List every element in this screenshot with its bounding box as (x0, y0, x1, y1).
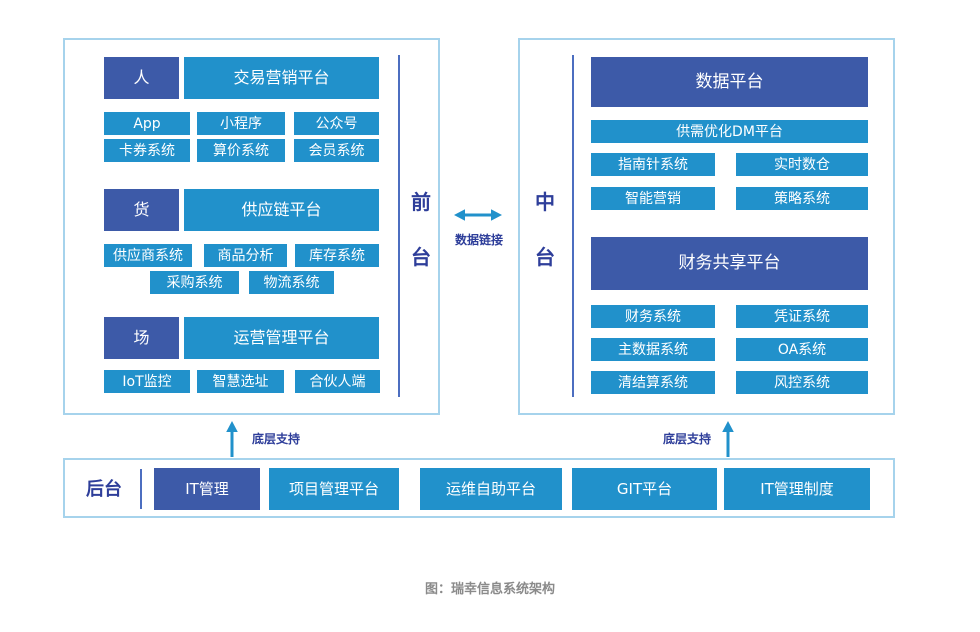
system-block: 项目管理平台 (269, 468, 399, 510)
system-block: 物流系统 (249, 271, 334, 294)
system-block: 财务系统 (591, 305, 715, 328)
system-block: 采购系统 (150, 271, 239, 294)
system-block: 供应商系统 (104, 244, 192, 267)
system-block: GIT平台 (572, 468, 717, 510)
middle-label: 中台 (535, 190, 555, 269)
diagram-caption: 图：瑞幸信息系统架构 (424, 582, 555, 597)
data-link-arrow-icon (454, 209, 502, 221)
middle-separator (572, 55, 574, 397)
system-block: 小程序 (197, 112, 285, 135)
front-platform-panel: 人 交易营销平台 App 小程序 公众号 卡券系统 算价系统 会员系统 货 供应… (63, 38, 440, 415)
system-block: 智慧选址 (197, 370, 284, 393)
platform-operations-management: 运营管理平台 (184, 317, 379, 359)
platform-finance-sharing: 财务共享平台 (591, 237, 868, 290)
tag-block-venue: 场 (104, 317, 179, 359)
system-block: 算价系统 (197, 139, 285, 162)
tag-block-goods: 货 (104, 189, 179, 231)
data-link-label: 数据链接 (454, 233, 503, 247)
system-block: 实时数仓 (736, 153, 868, 176)
tag-block-person: 人 (104, 57, 179, 99)
platform-supply-chain: 供应链平台 (184, 189, 379, 231)
system-block: 合伙人端 (295, 370, 380, 393)
system-block: 策略系统 (736, 187, 868, 210)
back-platform-panel: 后台 IT管理 项目管理平台 运维自助平台 GIT平台 IT管理制度 (63, 458, 895, 518)
front-label: 前台 (411, 190, 431, 269)
system-block: 凭证系统 (736, 305, 868, 328)
front-separator (398, 55, 400, 397)
platform-data: 数据平台 (591, 57, 868, 107)
support-label-right: 底层支持 (663, 432, 712, 446)
system-block: 风控系统 (736, 371, 868, 394)
support-arrow-left-icon (226, 421, 238, 457)
system-block-it-management: IT管理 (154, 468, 260, 510)
system-block: 公众号 (294, 112, 379, 135)
system-block: OA系统 (736, 338, 868, 361)
system-block: IoT监控 (104, 370, 190, 393)
system-block: 智能营销 (591, 187, 715, 210)
system-block: IT管理制度 (724, 468, 870, 510)
back-divider (140, 469, 142, 509)
system-block: 卡券系统 (104, 139, 190, 162)
support-label-left: 底层支持 (252, 432, 301, 446)
system-block: 清结算系统 (591, 371, 715, 394)
back-label: 后台 (86, 479, 122, 500)
platform-transaction-marketing: 交易营销平台 (184, 57, 379, 99)
middle-platform-panel: 中台 数据平台 供需优化DM平台 指南针系统 实时数仓 智能营销 策略系统 财务… (518, 38, 895, 415)
system-block: 供需优化DM平台 (591, 120, 868, 143)
support-arrow-right-icon (722, 421, 734, 457)
system-block: App (104, 112, 190, 135)
system-block: 商品分析 (204, 244, 287, 267)
system-block: 主数据系统 (591, 338, 715, 361)
system-block: 会员系统 (294, 139, 379, 162)
system-block: 指南针系统 (591, 153, 715, 176)
system-block: 运维自助平台 (420, 468, 562, 510)
system-block: 库存系统 (295, 244, 379, 267)
